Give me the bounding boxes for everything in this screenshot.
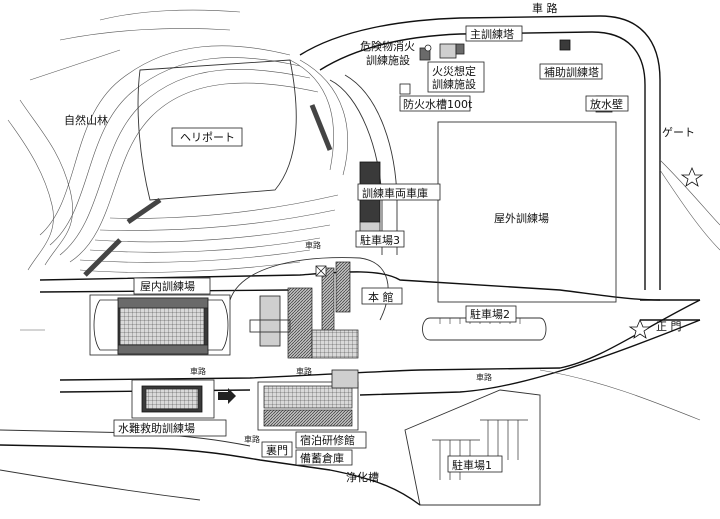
label-heliport: ヘリポート [180, 131, 235, 144]
label-water-tank: 防火水槽100t [403, 97, 473, 111]
label-hazmat: 危険物消火 [360, 39, 415, 53]
label-main-gate: 正 門 [656, 320, 682, 333]
label-gate: ゲート [662, 126, 695, 139]
label-road-small-2: 車路 [190, 366, 206, 376]
heliport-pad [137, 59, 297, 201]
label-road-top: 車 路 [532, 1, 558, 15]
indoor-training-hall [89, 294, 231, 356]
label-forest: 自然山林 [64, 113, 108, 127]
label-fire-sim: 火災想定 [432, 64, 476, 78]
outdoor-training-ground [437, 121, 617, 303]
label-hazmat-2: 訓練施設 [366, 53, 410, 67]
label-back-gate: 裏門 [266, 443, 288, 457]
label-road-small-5: 車路 [244, 434, 260, 444]
label-road-small-4: 車路 [476, 372, 492, 382]
main-hall-complex [249, 261, 359, 359]
label-main-tower: 主訓練塔 [470, 27, 514, 41]
map-labels: 車 路 主訓練塔 危険物消火 訓練施設 火災想定 訓練施設 補助訓練塔 防火水槽… [64, 1, 695, 484]
label-indoor-ground: 屋内訓練場 [140, 279, 195, 293]
parking-2-lot [422, 317, 547, 341]
label-main-hall: 本 館 [368, 290, 394, 304]
dormitory-building [257, 369, 359, 431]
label-fire-sim-2: 訓練施設 [432, 77, 476, 91]
contour-lines [7, 9, 348, 273]
gate-markers [628, 166, 704, 339]
label-water-wall: 放水壁 [590, 97, 623, 111]
label-outdoor-ground: 屋外訓練場 [494, 211, 549, 225]
label-road-small-3: 車路 [296, 366, 312, 376]
label-road-small-1: 車路 [305, 240, 321, 250]
label-parking-1: 駐車場1 [452, 458, 492, 472]
label-aux-tower: 補助訓練塔 [544, 65, 599, 79]
label-water-rescue: 水難救助訓練場 [118, 421, 195, 435]
label-storage: 備蓄倉庫 [300, 451, 344, 465]
water-rescue-pool [131, 379, 236, 419]
label-parking-2: 駐車場2 [470, 307, 510, 321]
slope-strips [83, 104, 333, 277]
label-septic: 浄化槽 [346, 470, 379, 484]
label-parking-3: 駐車場3 [360, 233, 400, 247]
label-dormitory: 宿泊研修館 [300, 433, 355, 447]
label-vehicle-garage: 訓練車両車庫 [362, 186, 428, 200]
